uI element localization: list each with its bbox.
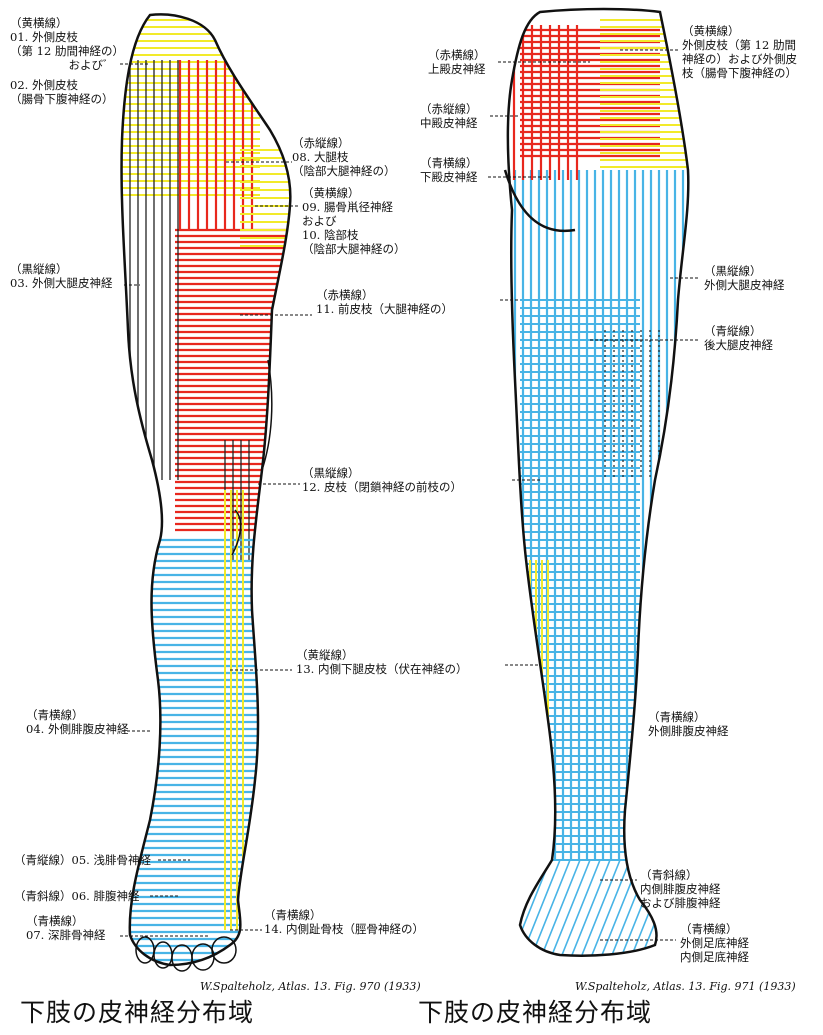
hatch-blue-diagonal: [529, 859, 571, 956]
right-figure-credit: W.Spalteholz, Atlas. 13. Fig. 971 (1933): [575, 980, 796, 993]
label-lateral-cutaneous-right: （黄横線） 外側皮枝（第 12 肋間 神経の）および外側皮 枝（腸骨下腹神経の）: [682, 24, 797, 80]
hatch-blue-diagonal: [507, 859, 511, 956]
label-deep-peroneal: （青横線） 07. 深腓骨神経: [26, 914, 106, 942]
label-superficial-peroneal: （青縦線）05. 浅腓骨神経: [14, 853, 151, 867]
label-ilioinguinal-genital-branch: （黄横線） 09. 腸骨鼡径神経 および 10. 陰部枝 （陰部大腿神経の）: [302, 186, 406, 256]
hatch-blue-diagonal: [559, 859, 601, 956]
hatch-blue-diagonal: [589, 859, 631, 956]
label-obturator-cutaneous-branch: （黒縦線） 12. 皮枝（閉鎖神経の前枝の）: [302, 466, 462, 494]
label-medial-calcaneal-tibial: （青横線） 14. 内側趾骨枝（脛骨神経の）: [264, 908, 424, 936]
label-lateral-sural-cutaneous: （青横線） 04. 外側腓腹皮神経: [26, 708, 129, 736]
label-lateral-femoral-cutaneous-right: （黒縦線） 外側大腿皮神経: [704, 264, 785, 292]
label-femoral-branch-genitofemoral: （赤縦線） 08. 大腿枝 （陰部大腿神経の）: [292, 136, 396, 178]
hatch-blue-diagonal: [460, 860, 500, 960]
label-lateral-cutaneous-12th-intercostal: （黄横線） 01. 外側皮枝 （第 12 肋間神経の） およびﾞ: [10, 16, 124, 72]
hatch-blue-diagonal: [579, 859, 621, 956]
label-middle-cluneal: （赤縦線） 中殿皮神経: [420, 102, 478, 130]
label-lateral-sural-cutaneous-right: （青横線） 外側腓腹皮神経: [648, 710, 729, 738]
hatch-blue-diagonal: [539, 859, 581, 956]
left-figure-title: 下肢の皮神経分布域: [20, 998, 255, 1027]
label-posterior-femoral-cutaneous: （青縦線） 後大腿皮神経: [704, 324, 773, 352]
label-anterior-cutaneous-femoral: （赤横線） 11. 前皮枝（大腿神経の）: [316, 288, 453, 316]
hatch-blue-diagonal: [569, 859, 611, 956]
label-lateral-femoral-cutaneous: （黒縦線） 03. 外側大腿皮神経: [10, 262, 113, 290]
label-superior-cluneal: （赤横線） 上殿皮神経: [428, 48, 486, 76]
label-lateral-cutaneous-iliohypogastric: 02. 外側皮枝 （腸骨下腹神経の）: [10, 78, 114, 106]
left-figure-credit: W.Spalteholz, Atlas. 13. Fig. 970 (1933): [200, 980, 421, 993]
label-saphenous-medial-crural: （黄縦線） 13. 内側下腿皮枝（伏在神経の）: [296, 648, 468, 676]
label-inferior-cluneal: （青横線） 下殿皮神経: [420, 156, 478, 184]
right-figure-title: 下肢の皮神経分布域: [418, 998, 653, 1027]
label-medial-sural-and-sural: （青斜線） 内側腓腹皮神経 および腓腹神経: [640, 868, 721, 910]
hatch-blue-diagonal: [549, 859, 591, 956]
label-sural-nerve: （青斜線）06. 腓腹神経: [14, 889, 140, 903]
label-plantar-nerves: （青横線） 外側足底神経 内側足底神経: [680, 922, 749, 964]
hatch-blue-diagonal: [507, 859, 521, 956]
